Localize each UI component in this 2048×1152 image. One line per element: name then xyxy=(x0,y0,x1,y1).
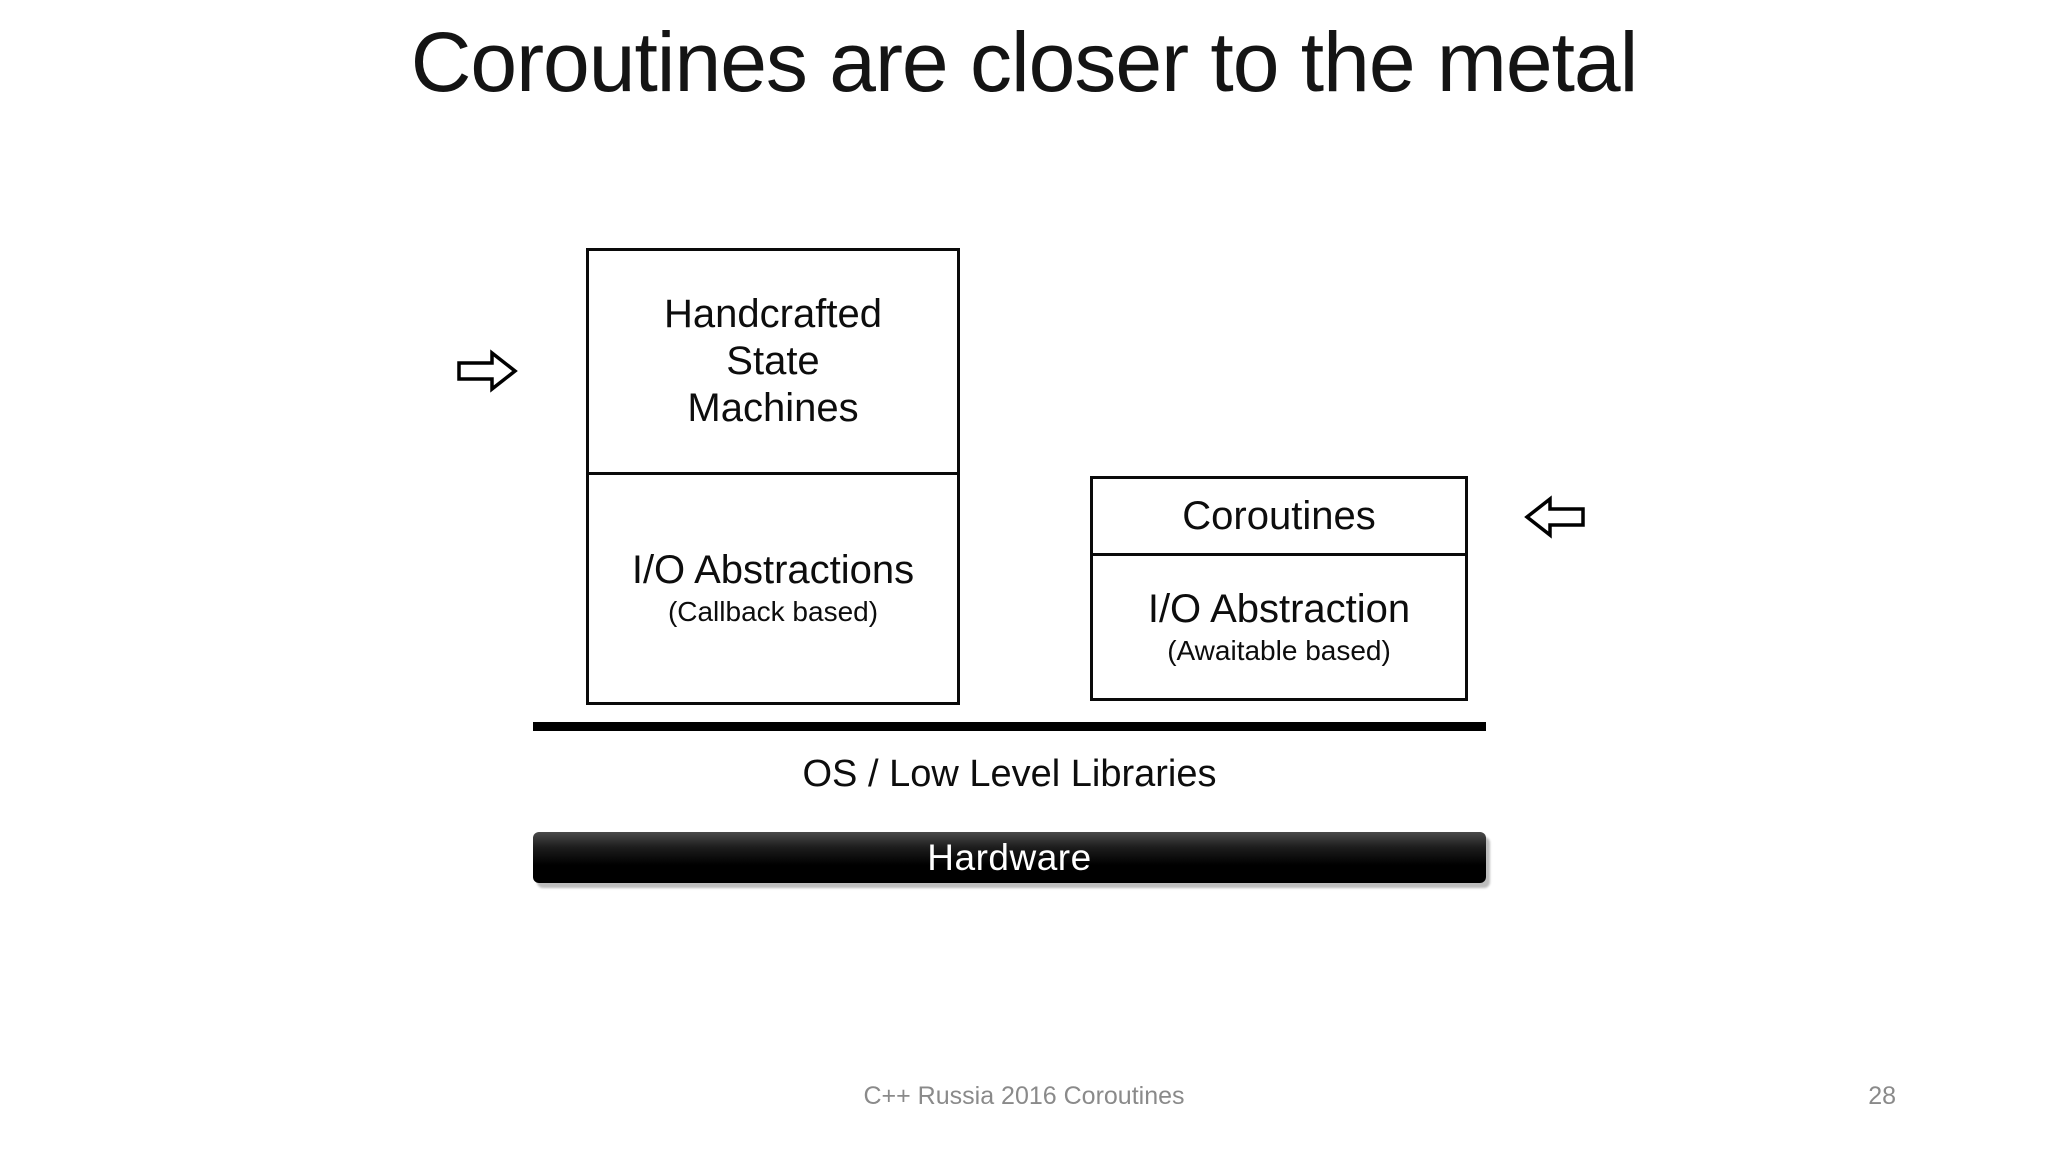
os-separator-line xyxy=(533,722,1486,731)
slide-title: Coroutines are closer to the metal xyxy=(410,15,1639,109)
handcrafted-state-machines-cell: Handcrafted State Machines xyxy=(589,251,957,475)
coroutines-label: Coroutines xyxy=(1182,493,1376,538)
handcrafted-stack-box: Handcrafted State Machines I/O Abstracti… xyxy=(586,248,960,705)
handcrafted-state-machines-label: Handcrafted State Machines xyxy=(664,292,882,430)
io-abstraction-label: I/O Abstraction xyxy=(1147,586,1411,631)
hardware-bar: Hardware xyxy=(533,832,1486,883)
os-low-level-libraries-label: OS / Low Level Libraries xyxy=(802,753,1217,795)
right-block-arrow-icon xyxy=(457,349,518,393)
io-abstraction-cell: I/O Abstraction (Awaitable based) xyxy=(1093,556,1465,698)
coroutines-stack-box: Coroutines I/O Abstraction (Awaitable ba… xyxy=(1090,476,1468,701)
coroutines-cell: Coroutines xyxy=(1093,479,1465,556)
hardware-label: Hardware xyxy=(927,836,1092,878)
io-abstractions-label: I/O Abstractions xyxy=(631,548,915,592)
page-number: 28 xyxy=(1868,1082,1896,1110)
callback-based-label: (Callback based) xyxy=(667,596,879,627)
io-abstractions-cell: I/O Abstractions (Callback based) xyxy=(589,475,957,702)
footer-title: C++ Russia 2016 Coroutines xyxy=(863,1082,1185,1110)
awaitable-based-label: (Awaitable based) xyxy=(1167,634,1391,666)
left-block-arrow-icon xyxy=(1524,495,1585,539)
